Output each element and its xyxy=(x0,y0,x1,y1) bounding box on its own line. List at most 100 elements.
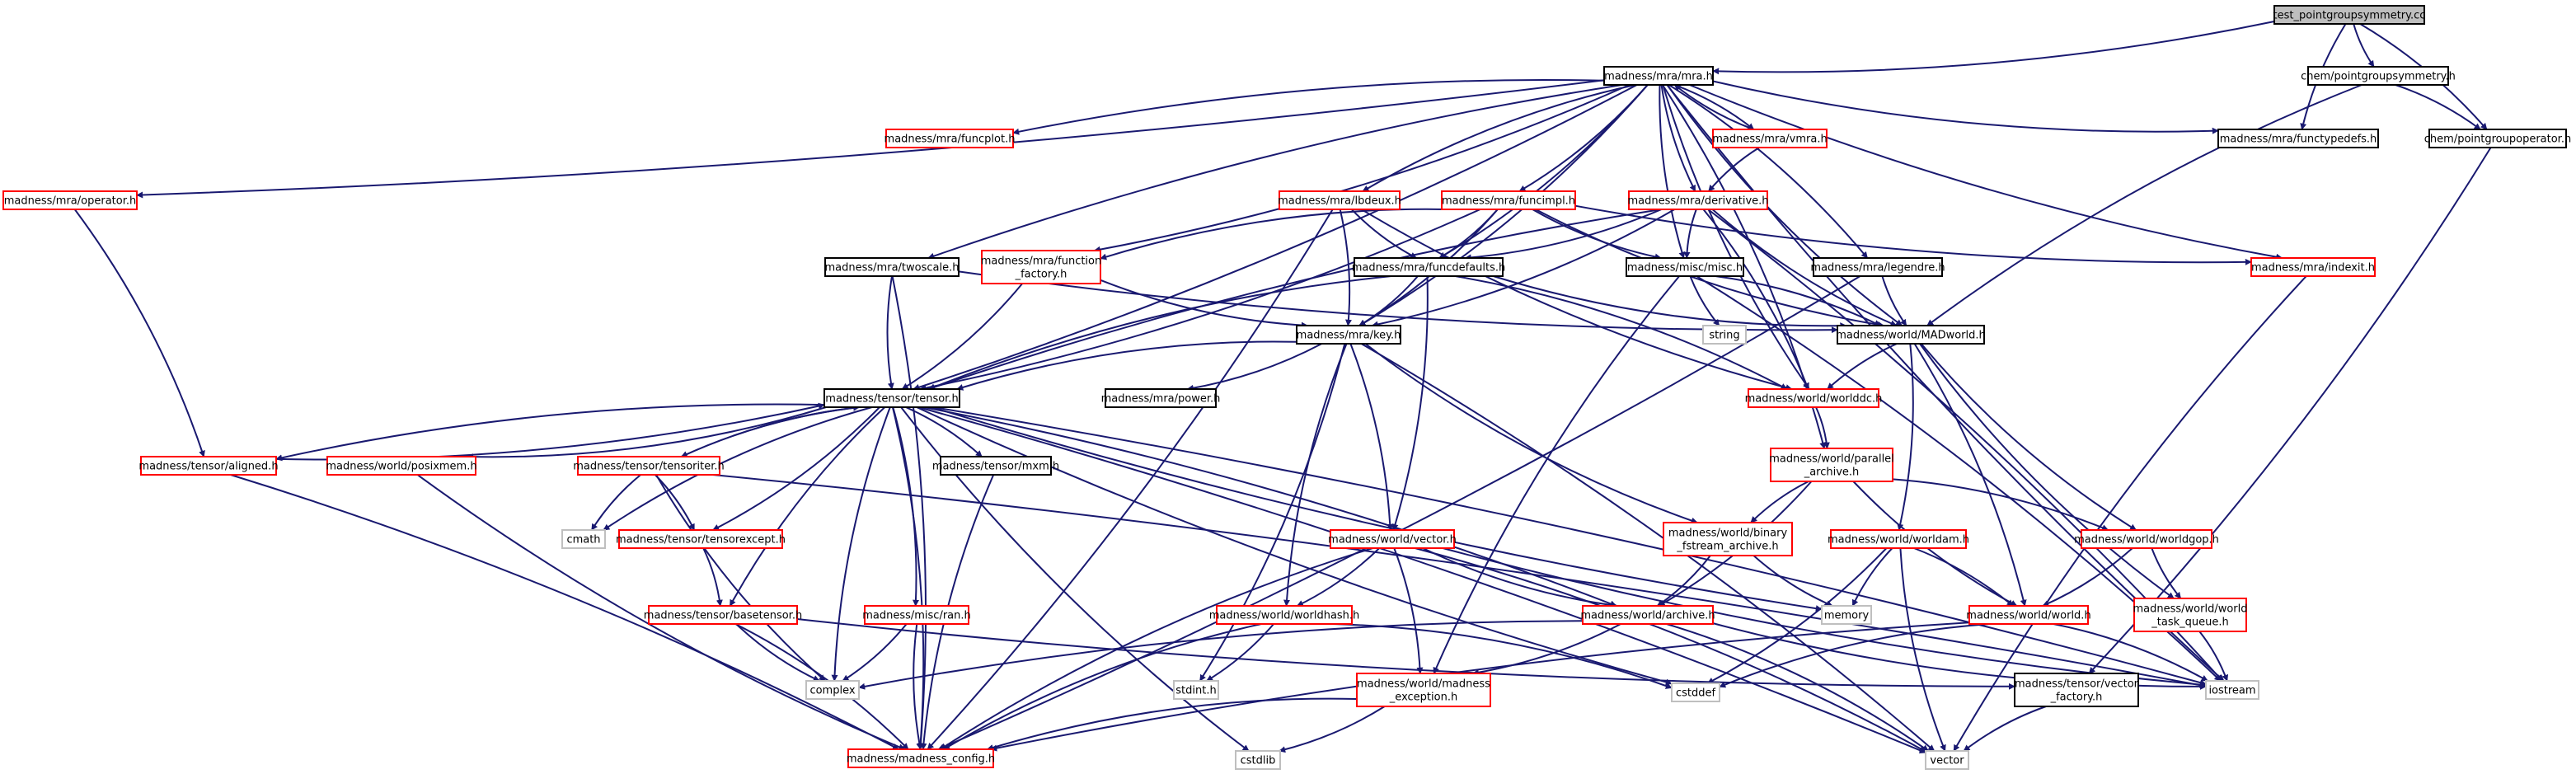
edge-twoscale-to-tensor xyxy=(886,275,894,390)
node-label: madness/world/worldhash.h xyxy=(1209,610,1360,622)
edge-parallel_archive-to-world_h xyxy=(1852,481,2018,607)
edge-line xyxy=(1415,547,1926,753)
node-chem_pgo[interactable]: chem/pointgroupoperator.h xyxy=(2424,129,2571,148)
edge-line xyxy=(1926,84,2363,326)
node-ran[interactable]: madness/misc/ran.h xyxy=(862,605,971,625)
edge-funcimpl-to-indexit xyxy=(1574,204,2252,265)
node-basetensor[interactable]: madness/tensor/basetensor.h xyxy=(644,605,802,625)
node-mxm[interactable]: madness/tensor/mxm.h xyxy=(932,456,1059,476)
edge-line xyxy=(655,474,826,682)
edge-line xyxy=(891,406,925,750)
edge-tensor-to-tensorexcept xyxy=(712,406,880,531)
node-vector_std: vector xyxy=(1925,750,1969,770)
node-funcdefaults[interactable]: madness/mra/funcdefaults.h xyxy=(1352,257,1506,277)
edge-worldhash-to-madness_config xyxy=(943,623,1262,750)
edge-vector_h-to-madness_config xyxy=(940,547,1373,750)
node-box xyxy=(1821,605,1872,625)
node-label: madness/mra/vmra.h xyxy=(1712,134,1827,146)
node-world_h[interactable]: madness/world/world.h xyxy=(1966,605,2091,625)
node-aligned[interactable]: madness/tensor/aligned.h xyxy=(138,456,279,476)
node-label: madness/world/worldam.h xyxy=(1828,534,1969,546)
edge-line xyxy=(1689,84,2283,260)
node-label: madness/mra/functypedefs.h xyxy=(2220,134,2377,146)
edge-lbdeux-to-key xyxy=(1339,209,1352,326)
node-power[interactable]: madness/mra/power.h xyxy=(1101,388,1221,408)
edge-tensor-to-madness_config xyxy=(891,406,925,750)
edge-line xyxy=(1656,555,1711,607)
edge-line xyxy=(702,547,723,607)
node-label: chem/pointgroupsymmetry.h xyxy=(2301,71,2456,83)
edge-binary_fstream-to-memory xyxy=(1753,555,1833,607)
node-vector_h[interactable]: madness/world/vector.h xyxy=(1328,529,1457,549)
node-tensoriter[interactable]: madness/tensor/tensoriter.h xyxy=(573,456,725,476)
node-label: madness/tensor/tensoriter.h xyxy=(573,461,724,473)
edge-line xyxy=(1100,208,1446,260)
edge-line xyxy=(1920,343,2137,531)
node-posixmem[interactable]: madness/world/posixmem.h xyxy=(326,456,477,476)
edge-line xyxy=(917,406,1926,754)
node-parallel_archive[interactable]: madness/world/parallel_archive.h xyxy=(1769,448,1894,482)
node-binary_fstream[interactable]: madness/world/binary_fstream_archive.h xyxy=(1663,522,1793,556)
edge-line xyxy=(1012,78,1605,135)
node-misc[interactable]: madness/misc/misc.h xyxy=(1626,257,1744,277)
edge-line xyxy=(712,474,2207,689)
edge-line xyxy=(1660,84,1696,192)
edge-madworld-to-worldgop xyxy=(1920,343,2137,531)
node-worlddc[interactable]: madness/world/worlddc.h xyxy=(1745,388,1883,408)
edge-tensor-to-posixmem xyxy=(467,406,827,461)
node-box xyxy=(1671,683,1720,702)
node-function_factory[interactable]: madness/mra/function_factory.h xyxy=(981,250,1102,284)
node-tensorexcept[interactable]: madness/tensor/tensorexcept.h xyxy=(616,529,786,549)
node-cstddef: cstddef xyxy=(1671,683,1720,702)
node-legendre[interactable]: madness/mra/legendre.h xyxy=(1810,257,1945,277)
edge-funcimpl-to-tensor xyxy=(919,209,1481,392)
node-label: _factory.h xyxy=(2050,692,2103,704)
edge-line xyxy=(416,474,906,750)
node-label: stdint.h xyxy=(1175,685,1216,697)
edge-twoscale-to-madness_config xyxy=(891,275,927,750)
edge-ran-to-madness_config xyxy=(913,623,923,750)
node-label: madness/world/MADworld.h xyxy=(1836,330,1986,342)
node-key[interactable]: madness/mra/key.h xyxy=(1296,325,1401,345)
node-label: _task_queue.h xyxy=(2151,617,2228,629)
node-label: madness/tensor/tensorexcept.h xyxy=(616,534,786,546)
edge-madworld-to-worldam xyxy=(1897,343,1914,531)
edge-binary_fstream-to-archive xyxy=(1656,555,1711,607)
node-worldgop[interactable]: madness/world/worldgop.h xyxy=(2074,529,2219,549)
node-madness_config[interactable]: madness/madness_config.h xyxy=(847,748,995,768)
node-box xyxy=(1173,680,1219,700)
edge-vmra-to-mra_h xyxy=(1673,84,1754,130)
node-derivative[interactable]: madness/mra/derivative.h xyxy=(1627,190,1769,210)
node-indexit[interactable]: madness/mra/indexit.h xyxy=(2250,257,2376,277)
edge-line xyxy=(230,474,899,750)
node-vmra[interactable]: madness/mra/vmra.h xyxy=(1712,129,1828,148)
edge-line xyxy=(1362,84,1636,192)
node-operator[interactable]: madness/mra/operator.h xyxy=(2,190,138,210)
edge-line xyxy=(831,406,891,682)
node-madworld[interactable]: madness/world/MADworld.h xyxy=(1836,325,1986,345)
edge-mra_h-to-tensor xyxy=(913,84,1638,391)
edge-legendre-to-madworld xyxy=(1881,275,1907,326)
node-archive[interactable]: madness/world/archive.h xyxy=(1580,605,1715,625)
edge-line xyxy=(1897,343,1914,531)
node-worldam[interactable]: madness/world/worldam.h xyxy=(1828,529,1969,549)
node-mra_h[interactable]: madness/mra/mra.h xyxy=(1603,66,1714,86)
node-funcimpl[interactable]: madness/mra/funcimpl.h xyxy=(1441,190,1576,210)
node-twoscale[interactable]: madness/mra/twoscale.h xyxy=(824,257,960,277)
node-label: madness/misc/misc.h xyxy=(1627,262,1743,274)
node-worldhash[interactable]: madness/world/worldhash.h xyxy=(1209,605,1360,625)
node-box xyxy=(2205,680,2259,700)
node-test_pointgroupsymmetry: test_pointgroupsymmetry.cc xyxy=(2273,5,2425,25)
node-label: madness/mra/power.h xyxy=(1101,393,1221,406)
node-madness_exception[interactable]: madness/world/madness_exception.h xyxy=(1356,673,1491,707)
node-funcplot[interactable]: madness/mra/funcplot.h xyxy=(884,129,1016,148)
node-functypedefs[interactable]: madness/mra/functypedefs.h xyxy=(2217,129,2379,148)
node-lbdeux[interactable]: madness/mra/lbdeux.h xyxy=(1278,190,1401,210)
node-tensor[interactable]: madness/tensor/tensor.h xyxy=(823,388,960,408)
node-vector_factory[interactable]: madness/tensor/vector_factory.h xyxy=(2014,673,2139,707)
node-chem_pgs[interactable]: chem/pointgroupsymmetry.h xyxy=(2301,66,2456,86)
edge-chem_pgs-to-chem_pgo xyxy=(2395,84,2481,130)
node-world_task_queue[interactable]: madness/world/world_task_queue.h xyxy=(2133,598,2248,632)
node-box xyxy=(1235,750,1281,770)
edge-tensor-to-memory xyxy=(931,406,1823,612)
